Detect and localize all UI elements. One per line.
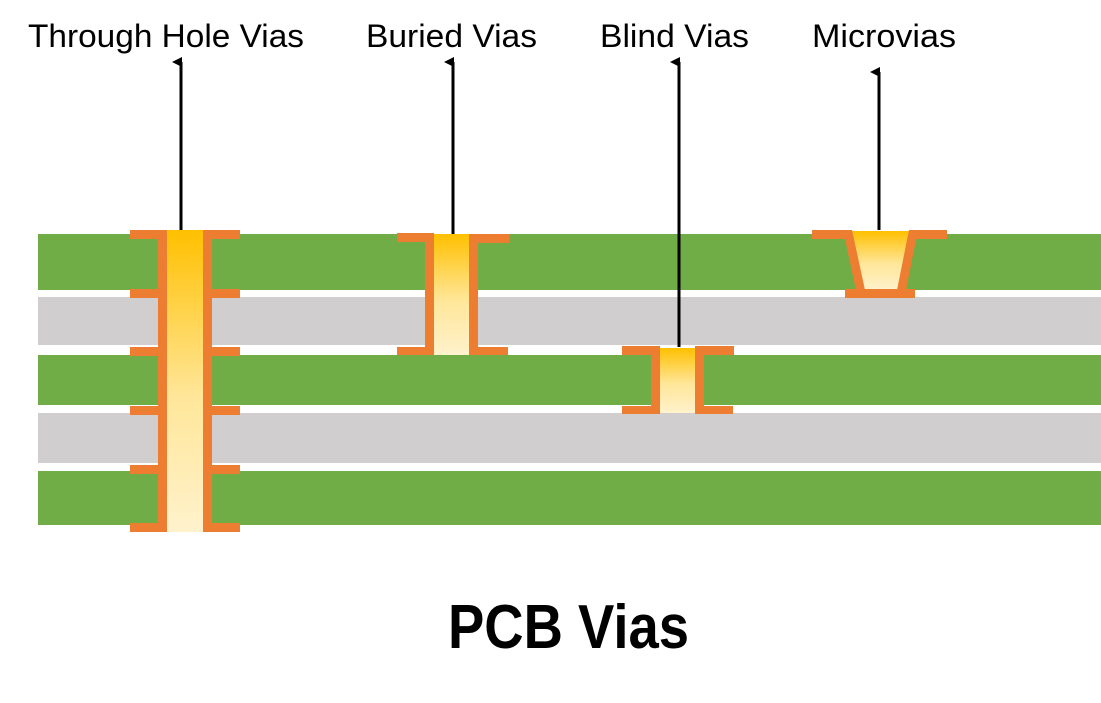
through-hole-via xyxy=(130,230,240,532)
label-blind-vias: Blind Vias xyxy=(600,18,749,54)
blind-via xyxy=(622,346,734,414)
diagram-title: PCB Vias xyxy=(448,593,689,662)
dielectric-layer-1 xyxy=(38,297,1101,345)
copper-layer-3 xyxy=(38,471,1101,525)
callout-arrows xyxy=(172,57,881,347)
copper-layer-2 xyxy=(38,355,1101,405)
label-through-hole-vias: Through Hole Vias xyxy=(28,18,304,54)
microvia xyxy=(812,230,947,298)
dielectric-layer-2 xyxy=(38,413,1101,463)
buried-via xyxy=(397,233,509,355)
pcb-layers xyxy=(38,234,1101,525)
copper-layer-1 xyxy=(38,234,1101,290)
label-microvias: Microvias xyxy=(812,18,956,54)
label-buried-vias: Buried Vias xyxy=(366,18,537,54)
